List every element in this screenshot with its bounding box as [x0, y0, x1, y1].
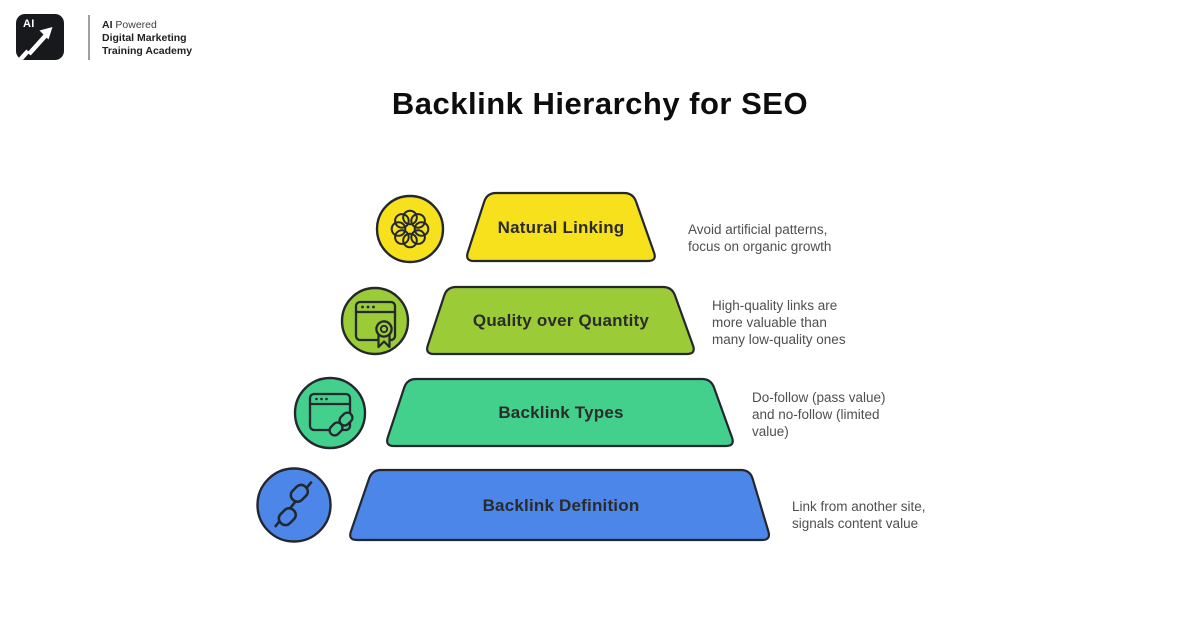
- logo-divider: [88, 15, 90, 60]
- desc-line: and no-follow (limited: [752, 407, 880, 422]
- pyramid-level-1-shape: [466, 191, 656, 263]
- logo-line-3: Training Academy: [102, 45, 193, 57]
- logo-line-1: AI Powered: [102, 19, 157, 31]
- level-3-label: Backlink Types: [498, 403, 624, 422]
- level-1-label: Natural Linking: [497, 218, 625, 237]
- page-title: Backlink Hierarchy for SEO: [391, 86, 809, 121]
- brand-logo: AI AI Powered Digital Marketing Training…: [16, 14, 192, 60]
- pyramid-level-2-shape: [426, 285, 695, 356]
- level-1-description: Avoid artificial patterns, focus on orga…: [688, 221, 831, 255]
- desc-line: High-quality links are: [712, 298, 838, 313]
- level-4-label: Backlink Definition: [482, 496, 640, 515]
- level-4-description: Link from another site, signals content …: [792, 498, 926, 532]
- desc-line: Do-follow (pass value): [752, 390, 886, 405]
- logo-line-2: Digital Marketing: [102, 32, 187, 44]
- pyramid-level-4-shape: [349, 468, 771, 542]
- desc-line: value): [752, 424, 789, 439]
- logo-badge-text: AI: [23, 18, 35, 30]
- level-3-description: Do-follow (pass value) and no-follow (li…: [752, 389, 886, 440]
- desc-line: Link from another site,: [792, 499, 926, 514]
- desc-line: many low-quality ones: [712, 332, 846, 347]
- logo-text: AI Powered Digital Marketing Training Ac…: [102, 19, 192, 58]
- browser-link-icon: [293, 376, 367, 450]
- browser-award-icon: [340, 286, 410, 356]
- rosette-rings-icon: [375, 194, 445, 264]
- desc-line: more valuable than: [712, 315, 827, 330]
- desc-line: focus on organic growth: [688, 239, 832, 254]
- level-2-description: High-quality links are more valuable tha…: [712, 297, 846, 348]
- desc-line: Avoid artificial patterns,: [688, 222, 828, 237]
- growth-arrow-icon: [17, 27, 53, 60]
- desc-line: signals content value: [792, 516, 919, 531]
- chain-links-icon: [256, 467, 332, 543]
- pyramid-level-3-shape: [386, 377, 734, 448]
- ai-logo-icon: AI: [16, 14, 64, 60]
- level-2-label: Quality over Quantity: [472, 311, 650, 330]
